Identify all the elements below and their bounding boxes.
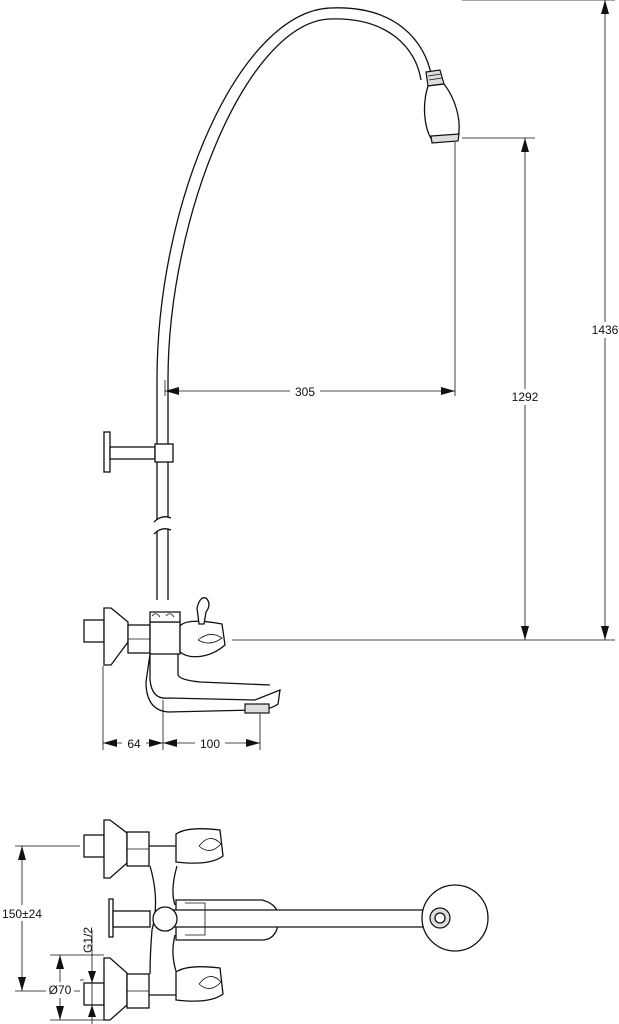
shower-head (423, 69, 460, 144)
dimension-inlet-spacing: 150±24 (2, 907, 42, 921)
dimension-thread: G1/2 (81, 927, 95, 953)
dimension-shower-height: 1292 (512, 390, 539, 404)
shower-riser-pipe (153, 7, 433, 600)
dimension-shower-reach: 305 (295, 385, 315, 399)
mixer-side-view (83, 597, 281, 714)
wall-bracket (103, 431, 174, 473)
dimension-lines (102, 0, 615, 750)
dimension-total-height: 1436 (592, 323, 619, 337)
dimension-escutcheon-diameter: Ø70 (49, 983, 72, 997)
dimension-wall-to-axis: 64 (127, 737, 141, 751)
dimension-spout-reach: 100 (200, 737, 220, 751)
mixer-top-view (83, 819, 489, 1021)
